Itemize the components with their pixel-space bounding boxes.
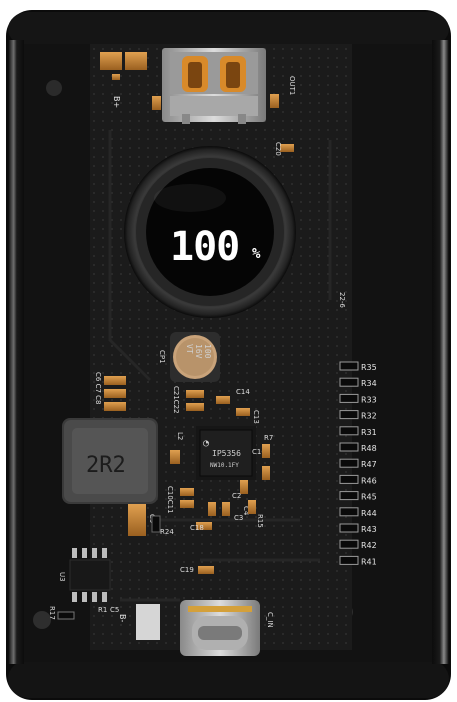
caps-c21-c22	[186, 390, 204, 411]
cap-c19	[198, 566, 214, 574]
resistor-r35	[339, 361, 359, 371]
ic-ip5356	[196, 426, 256, 480]
usb-a-port	[162, 48, 266, 124]
resistor-label-r41: R41	[361, 557, 377, 566]
case-right-edge	[432, 40, 449, 664]
ic-logo: ◔	[203, 438, 209, 449]
label-c5: C5	[110, 606, 119, 614]
usb-c-port	[180, 600, 260, 656]
cap-line-2: 16V	[194, 344, 203, 359]
cap-c18	[196, 522, 212, 530]
label-r1: R1	[98, 606, 107, 614]
resistor-label-r48: R48	[361, 444, 377, 453]
label-c4: C4	[242, 506, 250, 516]
label-c20: C20	[274, 142, 282, 156]
resistor-r46	[339, 474, 359, 484]
resistor-r41	[339, 555, 359, 565]
smd-pad-top	[152, 96, 161, 110]
cin-label: C_IN	[266, 612, 274, 628]
label-c14: C14	[236, 388, 250, 396]
chip-u3	[69, 548, 111, 602]
resistor-label-r46: R46	[361, 476, 377, 485]
label-r17: R17	[48, 606, 56, 620]
label-c19: C19	[180, 566, 194, 574]
cap-line-3: VT	[185, 344, 194, 354]
display-module	[124, 146, 296, 318]
cap-c20	[280, 144, 294, 152]
res-r24	[151, 515, 161, 533]
caps-c2-c4	[208, 500, 256, 516]
screw-top-left	[46, 80, 62, 96]
resistor-r34	[339, 377, 359, 387]
label-c18: C18	[190, 524, 204, 532]
out1-label: OUT1	[288, 76, 296, 95]
resistor-label-r33: R33	[361, 395, 377, 404]
resistor-label-r32: R32	[361, 412, 377, 421]
pcb-vias	[92, 46, 350, 648]
resistor-r31	[339, 426, 359, 436]
b-minus-pad	[136, 604, 160, 640]
label-r24: R24	[160, 528, 174, 536]
resistor-label-r45: R45	[361, 493, 377, 502]
label-u3: U3	[58, 572, 66, 582]
label-l2: L2	[176, 432, 184, 440]
label-c13: C13	[252, 410, 260, 424]
resistor-r43	[339, 523, 359, 533]
case-left-edge	[8, 40, 24, 664]
label-c3: C3	[234, 514, 243, 522]
screw-bottom-left	[33, 611, 51, 629]
b-plus-label: B+	[112, 96, 121, 108]
cap-c14	[216, 396, 230, 404]
b-minus-label: B-	[118, 614, 127, 622]
resistor-r33	[339, 393, 359, 403]
resistor-label-r44: R44	[361, 509, 377, 518]
power-inductor	[62, 418, 158, 504]
cap-c9	[128, 504, 146, 536]
ic-name: IP5356	[212, 449, 241, 458]
battery-percentage: 100	[170, 224, 239, 270]
resistor-r44	[339, 507, 359, 517]
electrolytic-capacitor	[170, 332, 220, 382]
label-r7: R7	[264, 434, 273, 442]
label-c6c7c8: C6 C7 C8	[94, 372, 102, 404]
label-c16: C16	[252, 448, 266, 456]
resistor-label-r47: R47	[361, 460, 377, 469]
caps-c6-c8	[104, 376, 126, 411]
resistor-r45	[339, 491, 359, 501]
cap-near-l2	[170, 450, 180, 464]
resistor-label-r43: R43	[361, 525, 377, 534]
resistor-label-r34: R34	[361, 379, 377, 388]
label-r15: R15	[256, 514, 264, 528]
resistor-label-r42: R42	[361, 541, 377, 550]
percent-sign: %	[252, 246, 261, 262]
cap-c13	[236, 408, 250, 416]
label-cp1: CP1	[158, 350, 166, 364]
pcb-traces	[108, 130, 332, 602]
cap-line-1: 100	[203, 344, 212, 359]
caps-c10-c11	[180, 488, 194, 508]
resistor-r42	[339, 539, 359, 549]
res-r17	[57, 611, 75, 620]
resistor-r47	[339, 458, 359, 468]
label-c2: C2	[232, 492, 241, 500]
case-top-cap	[8, 12, 449, 46]
resistor-r32	[339, 410, 359, 420]
board-id: 22-6	[338, 292, 346, 308]
smd-pad-top-right	[270, 94, 279, 108]
caps-right-of-ic	[240, 444, 270, 494]
case-bottom-cap	[8, 660, 449, 698]
label-c21c22: C21C22	[172, 386, 180, 414]
resistor-r48	[339, 442, 359, 452]
resistor-label-r31: R31	[361, 428, 377, 437]
inductor-marking: 2R2	[86, 453, 126, 478]
resistor-label-r35: R35	[361, 363, 377, 372]
b-plus-pads	[100, 52, 147, 80]
ic-code: NW10.1FY	[210, 462, 239, 469]
label-c10c11: C10C11	[166, 486, 174, 514]
